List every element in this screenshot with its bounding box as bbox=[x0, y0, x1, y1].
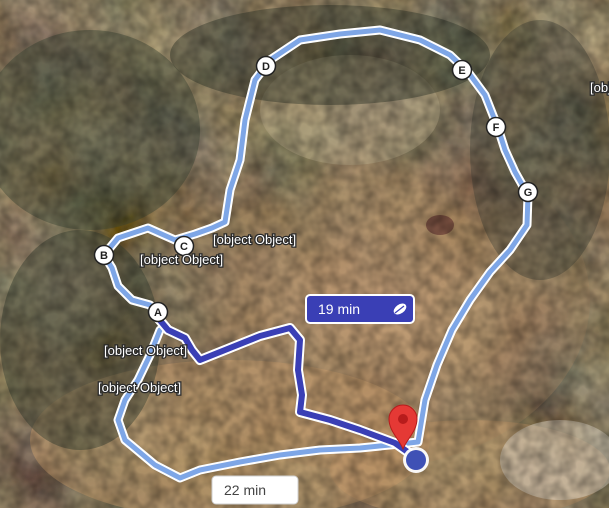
waypoint-marker[interactable]: B bbox=[93, 244, 115, 266]
place-label: [object Object] bbox=[140, 252, 223, 267]
svg-text:A: A bbox=[154, 307, 162, 319]
route-primary[interactable] bbox=[153, 313, 417, 460]
svg-text:G: G bbox=[524, 187, 533, 199]
route-duration-badge-primary[interactable]: 19 min bbox=[305, 294, 415, 324]
place-label: [object Object] bbox=[104, 343, 187, 358]
svg-text:E: E bbox=[458, 65, 465, 77]
svg-text:19 min: 19 min bbox=[318, 301, 360, 317]
waypoint-marker[interactable]: E bbox=[451, 59, 473, 81]
waypoint-marker[interactable]: G bbox=[517, 181, 539, 203]
place-label: [object Object] bbox=[590, 80, 609, 95]
svg-text:22 min: 22 min bbox=[224, 482, 266, 498]
waypoint-marker[interactable]: F bbox=[485, 116, 507, 138]
waypoint-marker[interactable]: A bbox=[147, 301, 169, 323]
waypoint-marker[interactable]: C bbox=[173, 235, 195, 257]
place-label: [object Object] bbox=[213, 232, 296, 247]
place-label: [object Object] bbox=[98, 380, 181, 395]
svg-text:B: B bbox=[100, 250, 108, 262]
route-duration-badge-alternate[interactable]: 22 min bbox=[211, 475, 299, 505]
svg-text:F: F bbox=[493, 122, 500, 134]
waypoint-marker[interactable]: D bbox=[255, 55, 277, 77]
svg-text:D: D bbox=[262, 61, 270, 73]
leaf-icon bbox=[393, 303, 407, 315]
svg-text:C: C bbox=[180, 241, 188, 253]
destination-pin-icon[interactable] bbox=[388, 404, 418, 451]
current-location-icon[interactable] bbox=[403, 447, 429, 473]
